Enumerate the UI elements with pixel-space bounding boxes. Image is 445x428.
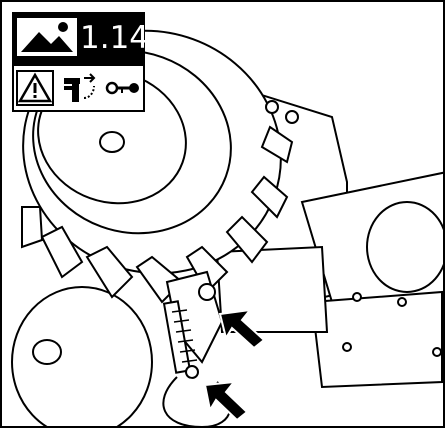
arrow-indicator-lower: [203, 380, 249, 422]
image-icon: [17, 18, 77, 56]
step-header-top: 1.14: [14, 14, 149, 62]
hub: [99, 131, 125, 153]
arrow-indicator-upper: [218, 308, 266, 350]
spring: [162, 300, 192, 374]
warning-icon: [16, 70, 54, 106]
step-number: 1.14: [80, 20, 150, 56]
tool-lever-icon: [60, 70, 100, 106]
step-header: 1.14: [12, 12, 149, 112]
lower-bracket: [310, 290, 443, 389]
lower-wheel: [11, 286, 153, 426]
key-icon: [104, 70, 140, 106]
step-header-icons: [14, 64, 143, 110]
